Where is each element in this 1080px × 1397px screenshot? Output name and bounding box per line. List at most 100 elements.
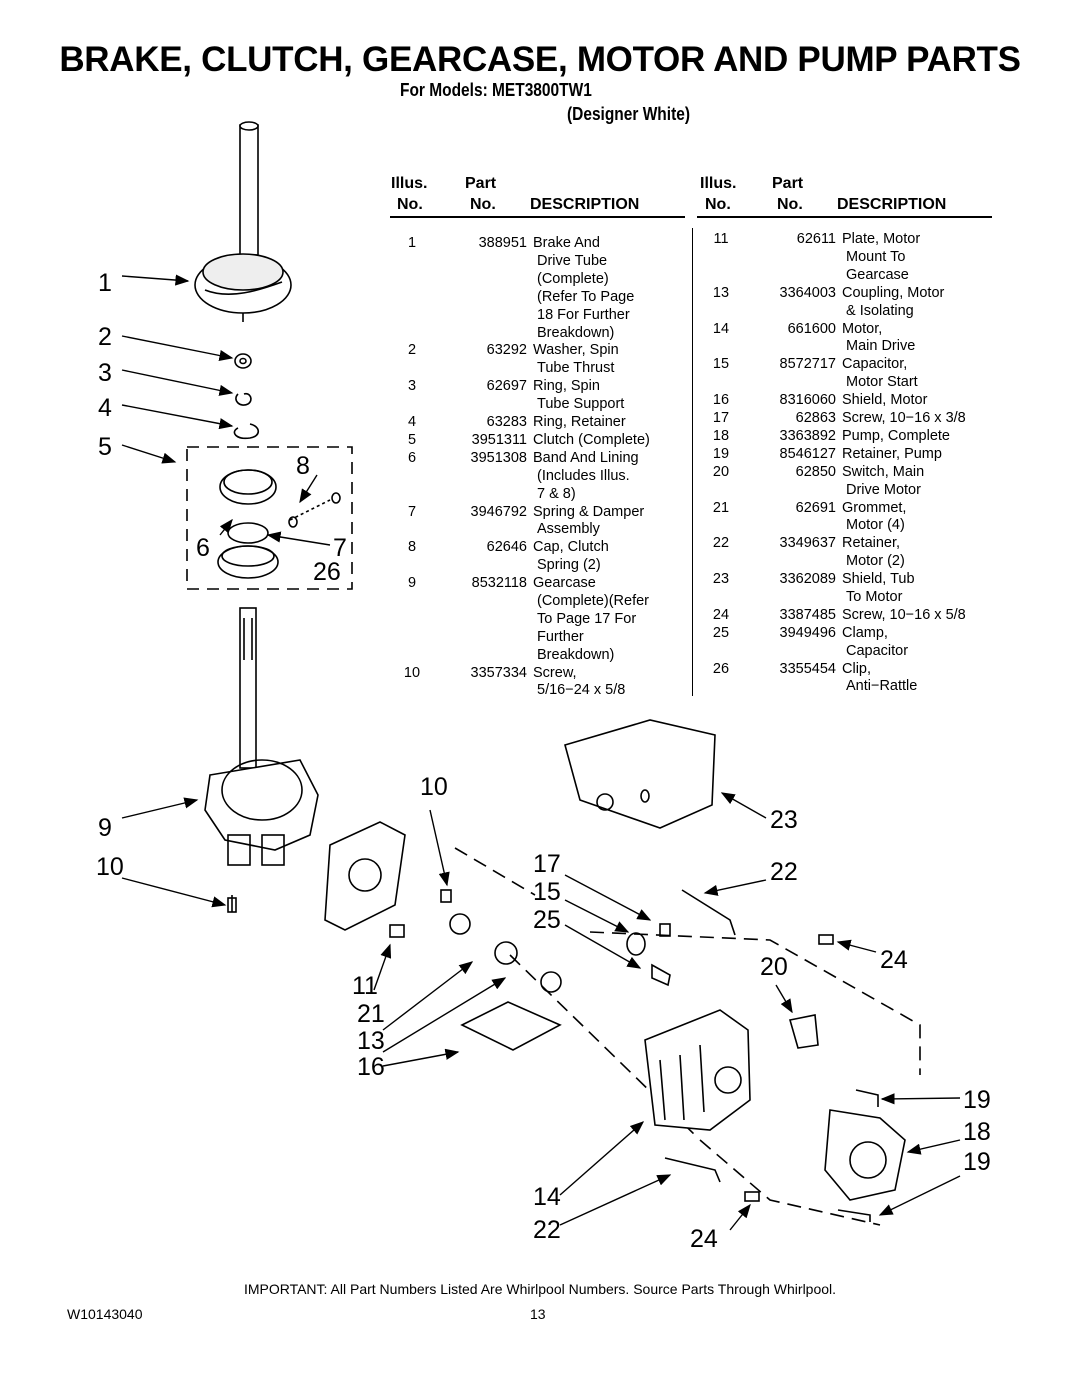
part-number: 3355454	[779, 660, 836, 677]
page-title: BRAKE, CLUTCH, GEARCASE, MOTOR AND PUMP …	[59, 40, 1021, 79]
part-number: 62863	[795, 410, 836, 426]
part-number: 63283	[486, 414, 527, 430]
part-description: Capacitor,	[842, 356, 908, 373]
part-description: Clamp,	[842, 624, 888, 641]
document-number: W10143040	[67, 1306, 143, 1322]
callout-26: 26	[313, 558, 341, 586]
part-description: Drive Tube	[537, 252, 608, 269]
part-description: Anti−Rattle	[846, 678, 918, 695]
illus-number: 15	[712, 356, 730, 373]
callout-14: 14	[533, 1183, 561, 1211]
part-description: Washer, Spin	[533, 342, 619, 359]
part-description: Coupling, Motor	[842, 284, 945, 301]
part-number: 3362089	[779, 571, 836, 588]
part-number: 388951	[478, 235, 527, 251]
callout-21: 21	[357, 1000, 385, 1028]
callout-24-bottom: 24	[690, 1225, 718, 1253]
illus-number: 2	[407, 342, 417, 359]
callout-1: 1	[98, 269, 112, 297]
illus-number: 3	[407, 378, 417, 395]
part-description: & Isolating	[846, 302, 914, 319]
part-number: 63292	[486, 342, 527, 359]
part-number: 8532118	[471, 575, 527, 592]
right-header-illus: Illus.	[700, 175, 737, 192]
part-description: Capacitor	[846, 642, 909, 659]
left-header-illus: Illus.	[391, 175, 428, 192]
part-description: Screw, 10−16 x 3/8	[842, 410, 966, 426]
left-header-part: Part	[465, 175, 497, 192]
part-description: To Motor	[846, 588, 903, 605]
part-description: Motor (2)	[846, 553, 905, 570]
part-number: 62646	[486, 539, 527, 556]
part-description: Mount To	[846, 248, 906, 265]
part-description: Retainer, Pump	[842, 445, 942, 462]
part-description: 5/16−24 x 5/8	[537, 682, 626, 699]
part-description: Further	[537, 628, 584, 645]
part-description: Motor,	[842, 320, 883, 337]
part-description: Spring & Damper	[533, 503, 645, 520]
illus-number: 18	[712, 427, 730, 444]
part-description: Clip,	[842, 660, 872, 677]
part-number: 62697	[486, 378, 527, 395]
part-description: Plate, Motor	[842, 231, 921, 247]
illus-number: 22	[712, 535, 730, 552]
column-divider	[692, 228, 693, 696]
part-description: Ring, Spin	[533, 378, 600, 395]
footer-note: IMPORTANT: All Part Numbers Listed Are W…	[243, 1281, 837, 1297]
part-description: Gearcase	[533, 575, 596, 592]
illus-number: 5	[407, 431, 417, 448]
part-description: Breakdown)	[537, 324, 615, 341]
illus-number: 10	[403, 664, 421, 681]
callout-22-top: 22	[770, 858, 798, 886]
part-number: 3387485	[779, 606, 836, 623]
part-number: 8572717	[779, 356, 836, 373]
right-header-part-no: No.	[777, 196, 803, 213]
part-number: 8546127	[779, 445, 836, 462]
callout-5: 5	[98, 433, 112, 461]
callout-10-top: 10	[420, 773, 448, 801]
part-description: Spring (2)	[537, 557, 601, 574]
callout-3: 3	[98, 359, 112, 387]
illus-number: 13	[712, 284, 730, 301]
illus-number: 16	[712, 392, 730, 409]
illus-number: 9	[407, 575, 417, 592]
part-description: (Complete)(Refer	[537, 592, 649, 609]
callout-11: 11	[352, 972, 378, 1000]
part-description: Shield, Motor	[842, 392, 928, 409]
part-description: Tube Support	[537, 396, 625, 413]
part-description: Ring, Retainer	[533, 414, 626, 430]
part-number: 3946792	[470, 503, 527, 520]
illus-number: 21	[712, 499, 730, 516]
illus-number: 19	[712, 445, 730, 462]
part-description: Grommet,	[842, 499, 907, 516]
illus-number: 23	[712, 571, 730, 588]
part-description: Screw,	[533, 664, 577, 681]
part-description: Main Drive	[846, 338, 916, 355]
part-description: Band And Lining	[533, 449, 639, 466]
part-description: Switch, Main	[842, 463, 925, 480]
color-line: (Designer White)	[567, 104, 690, 124]
part-description: (Refer To Page	[537, 288, 635, 305]
part-number: 661600	[787, 320, 836, 337]
part-description: (Complete)	[537, 270, 609, 287]
right-header-illus-no: No.	[705, 196, 731, 213]
callout-7: 7	[333, 534, 347, 562]
illus-number: 14	[712, 320, 730, 337]
left-header-description: DESCRIPTION	[530, 196, 640, 213]
part-number: 3949496	[779, 624, 836, 641]
illus-number: 6	[407, 449, 417, 466]
part-description: Drive Motor	[846, 481, 921, 498]
part-description: Brake And	[533, 235, 600, 251]
illus-number: 17	[712, 410, 730, 426]
illus-number: 1	[407, 235, 417, 251]
callout-15: 15	[533, 878, 561, 906]
right-header-rule	[697, 216, 992, 218]
left-header-rule	[390, 216, 685, 218]
part-number: 3951308	[470, 449, 527, 466]
part-description: (Includes Illus.	[537, 467, 630, 484]
illus-number: 20	[712, 463, 730, 480]
part-description: Screw, 10−16 x 5/8	[842, 606, 966, 623]
part-number: 3951311	[471, 431, 527, 448]
part-number: 8316060	[779, 392, 836, 409]
right-header-part: Part	[772, 175, 804, 192]
